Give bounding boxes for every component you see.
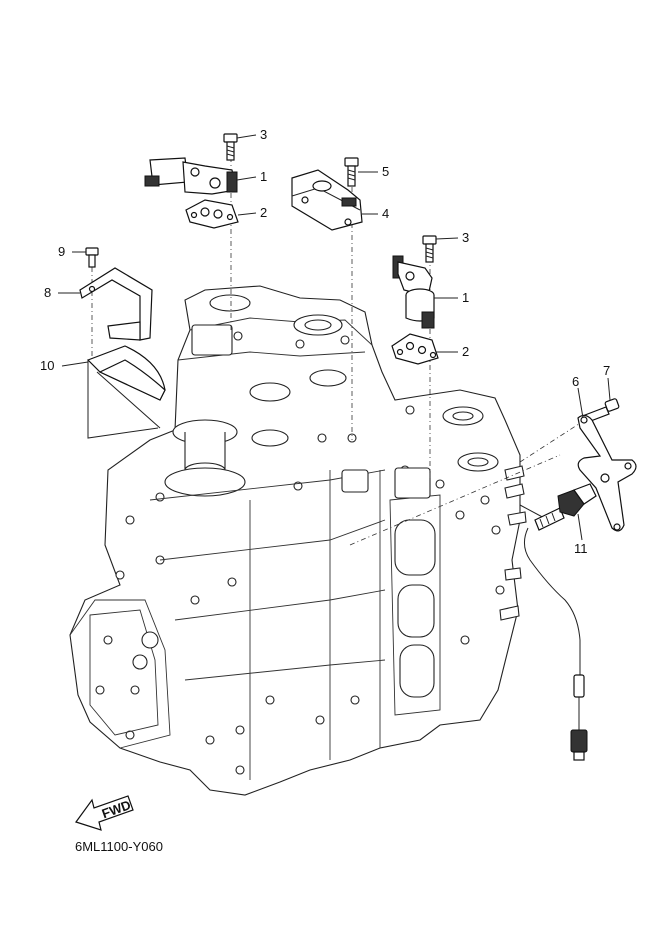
callout-1-right: 1 (462, 290, 469, 305)
bolt-3-upper-left (223, 133, 238, 161)
leader-lines (58, 134, 611, 541)
fwd-label: FWD (100, 797, 133, 821)
callout-5: 5 (382, 164, 389, 179)
drawing-code: 6ML1100-Y060 (75, 839, 163, 854)
callout-4: 4 (382, 206, 389, 221)
callout-2-upper-left: 2 (260, 205, 267, 220)
fwd-arrow: FWD (75, 795, 134, 831)
callout-11: 11 (574, 541, 588, 556)
callout-9: 9 (58, 244, 65, 259)
bolt-3-right (422, 235, 437, 263)
callout-2-right: 2 (462, 344, 469, 359)
seal-10 (86, 345, 166, 401)
oil-control-valve-1-right (392, 255, 435, 329)
oil-control-valve-1-left (144, 157, 238, 195)
callout-7: 7 (603, 363, 610, 378)
engine-block (69, 285, 527, 796)
cover-plate-4 (291, 169, 363, 231)
bolt-9 (85, 247, 99, 268)
callout-10: 10 (40, 358, 54, 373)
callout-6: 6 (572, 374, 579, 389)
stay-bracket-6 (577, 414, 637, 532)
bracket-8 (79, 267, 153, 341)
knock-sensor-11 (524, 483, 597, 761)
callout-labels: 3 1 2 5 4 9 8 10 3 1 2 7 6 11 (40, 127, 610, 556)
bolt-5 (344, 157, 359, 187)
callout-8: 8 (44, 285, 51, 300)
gasket-2-right (391, 333, 439, 365)
gasket-2-left (185, 199, 239, 229)
callout-1-upper-left: 1 (260, 169, 267, 184)
callout-3-right: 3 (462, 230, 469, 245)
callout-3-upper-left: 3 (260, 127, 267, 142)
